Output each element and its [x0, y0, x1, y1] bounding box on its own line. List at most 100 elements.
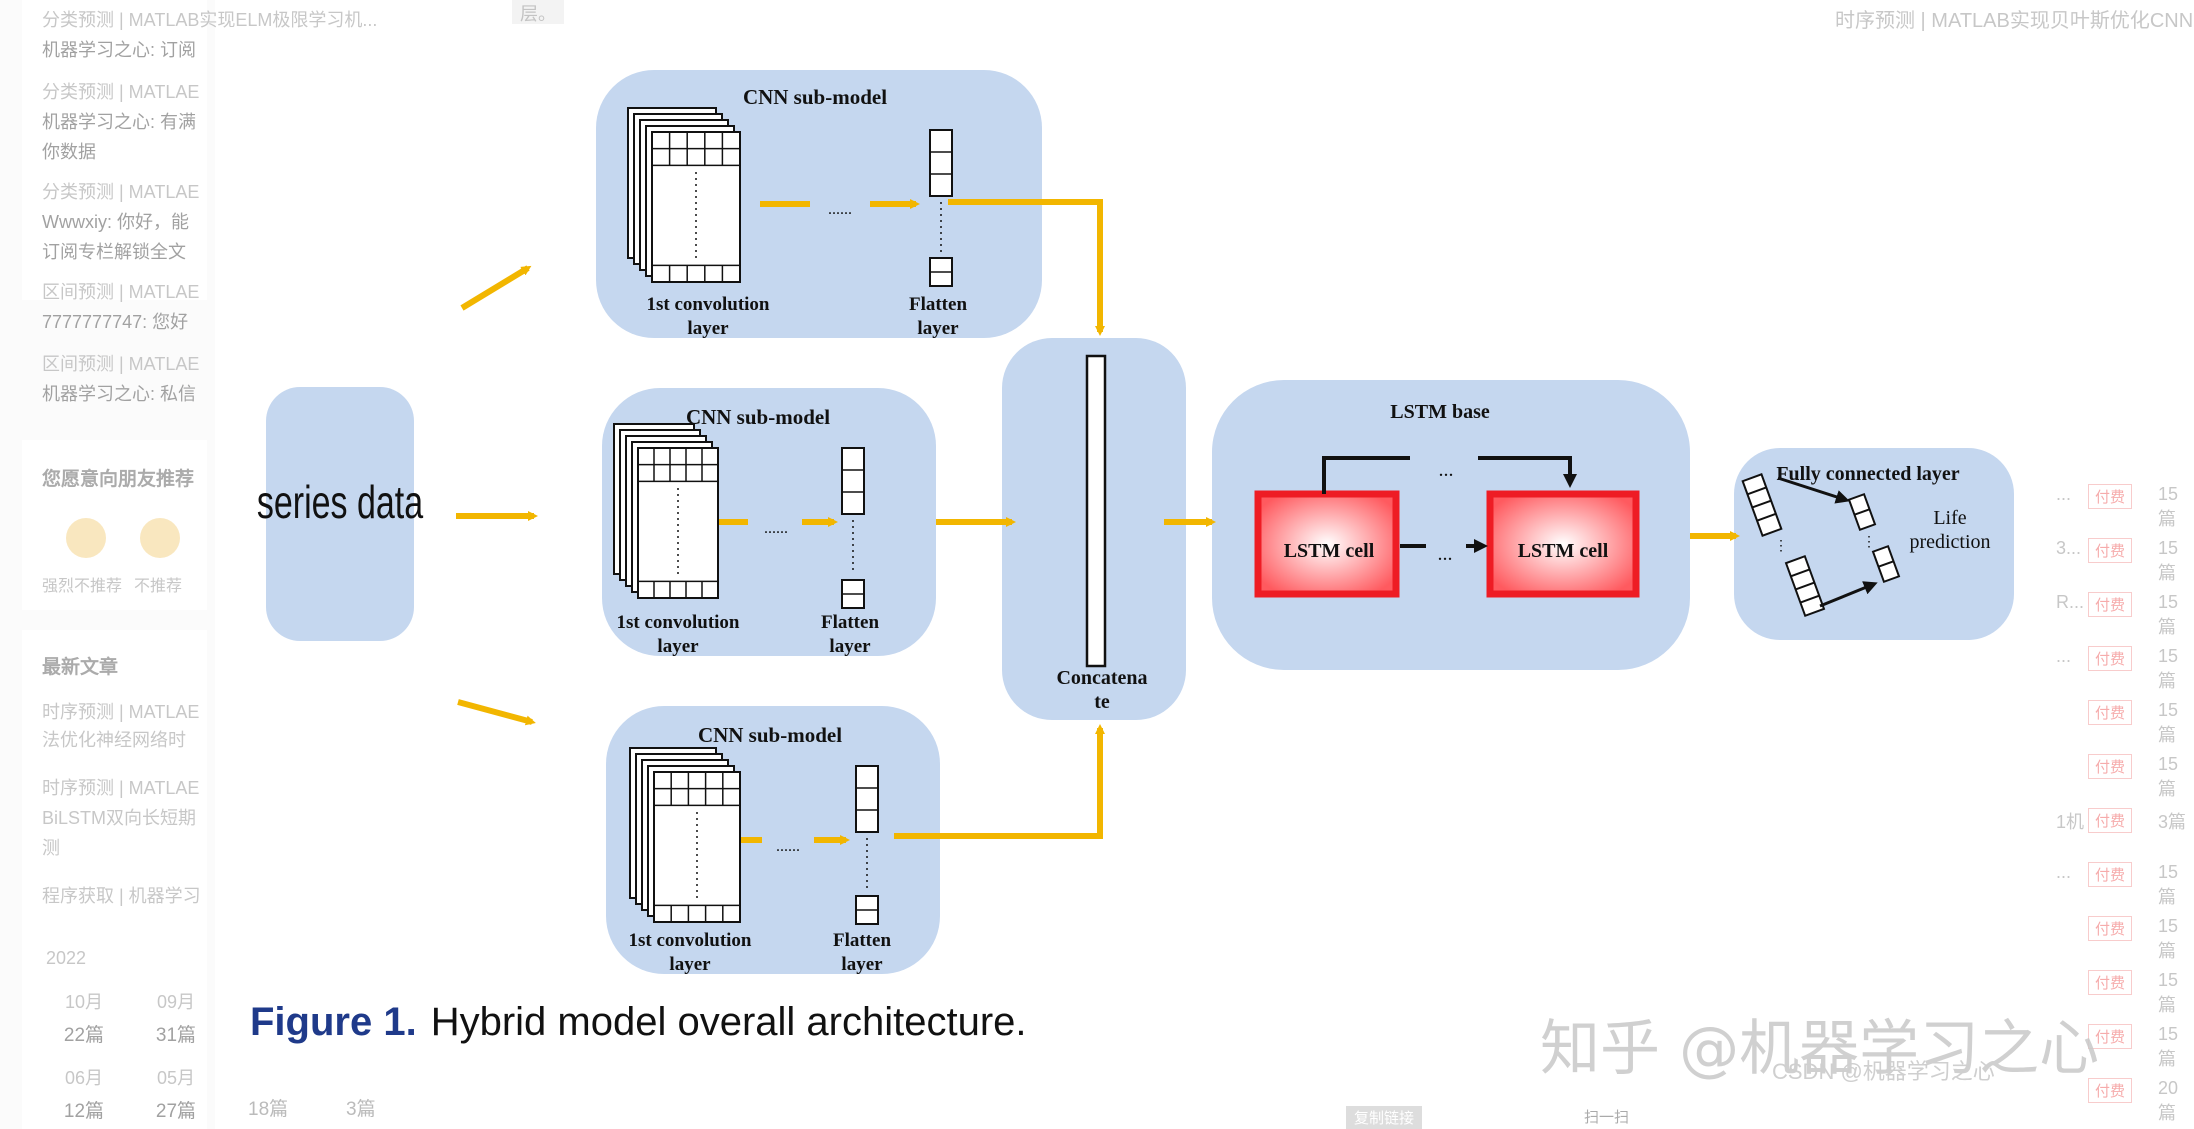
cnn-bottom-to-concatenate: [894, 724, 1105, 839]
lstm-recurrent-arrow: [1478, 456, 1577, 488]
latest-article[interactable]: BiLSTM双向长短期: [42, 808, 197, 828]
latest-article[interactable]: 时序预测 | MATLAE: [42, 778, 200, 798]
cnn-feature-maps: [613, 107, 953, 925]
lstm-dots: ...: [1439, 459, 1454, 481]
angry-face-icon[interactable]: [66, 518, 106, 558]
flatten-vector: [855, 765, 879, 833]
flatten-label: Flatten: [833, 930, 891, 951]
latest-article[interactable]: 测: [42, 838, 60, 858]
lstm-dots: ...: [1438, 543, 1453, 565]
comment-article-title[interactable]: 区间预测 | MATLAE: [42, 354, 200, 374]
comment-card: [22, 0, 207, 300]
comment-article-title[interactable]: 分类预测 | MATLAB实现ELM极限学习机...: [42, 10, 378, 30]
latest-article[interactable]: 时序预测 | MATLAE: [42, 702, 200, 722]
conv-label: 1st convolution: [629, 930, 752, 951]
figure-number: Figure 1.: [250, 1000, 417, 1044]
cnn-top-to-concatenate: [948, 199, 1105, 336]
concatenate-label: Concatena: [1056, 667, 1147, 689]
comment-text[interactable]: Wwwxiy: 你好，能: [42, 212, 189, 232]
recommend-heading: 您愿意向朋友推荐: [42, 469, 195, 490]
flatten-label: Flatten: [909, 294, 967, 315]
latest-article[interactable]: 程序获取 | 机器学习: [42, 886, 201, 906]
lstm-cell-label: LSTM cell: [1284, 540, 1375, 562]
comment-article-title[interactable]: 分类预测 | MATLAE: [42, 182, 200, 202]
latest-heading: 最新文章: [42, 657, 119, 678]
cnn-title: CNN sub-model: [686, 405, 830, 429]
ellipsis: ......: [828, 201, 852, 218]
article-fragment: 层。: [512, 0, 564, 24]
lstm-cell-left: [1254, 490, 1400, 598]
latest-article[interactable]: 法优化神经网络时: [42, 730, 186, 750]
ellipsis: ......: [764, 520, 788, 537]
comment-text[interactable]: 机器学习之心: 私信: [42, 384, 197, 404]
flatten-label: layer: [841, 954, 883, 975]
life-prediction-label: prediction: [1909, 531, 1990, 553]
archive-count[interactable]: 18篇: [248, 1099, 289, 1120]
flatten-vector: [929, 129, 953, 197]
flatten-vector: [841, 447, 865, 515]
life-prediction-label: Life: [1933, 507, 1966, 529]
flatten-label: Flatten: [821, 612, 879, 633]
concatenate-label: te: [1094, 691, 1110, 713]
ellipsis: ......: [776, 838, 800, 855]
conv-label: 1st convolution: [617, 612, 740, 633]
latest-card: [22, 630, 207, 1129]
related-article-title[interactable]: 时序预测 | MATLAB实现贝叶斯优化CNN...: [1835, 10, 2194, 32]
cnn-title: CNN sub-model: [698, 723, 842, 747]
fc-dots: ⋮: [1862, 535, 1876, 550]
series-data-panel: [266, 387, 414, 641]
recommend-card: [22, 440, 207, 610]
zhihu-watermark: 知乎 @机器学习之心: [1540, 1014, 2100, 1084]
feature-map: [637, 447, 719, 599]
lstm-base-label: LSTM base: [1390, 401, 1490, 423]
fc-network-glyph: [1741, 473, 1901, 618]
lstm-recurrent-line: [1322, 456, 1410, 494]
comment-text: 你数据: [42, 142, 96, 162]
flatten-label: layer: [829, 636, 871, 657]
recommend-option[interactable]: 强烈不推荐: [42, 578, 123, 595]
scan-label: 扫一扫: [1584, 1109, 1630, 1126]
comment-text[interactable]: 机器学习之心: 订阅: [42, 40, 197, 60]
csdn-watermark: CSDN @机器学习之心: [1772, 1059, 1995, 1084]
comment-article-title[interactable]: 区间预测 | MATLAE: [42, 282, 200, 302]
recommend-option[interactable]: 不推荐: [134, 578, 183, 595]
concatenate-vector: [1085, 354, 1107, 668]
conv-label: layer: [657, 636, 699, 657]
lstm-cell-right: [1486, 490, 1640, 598]
copy-link-button[interactable]: 复制链接: [1346, 1106, 1423, 1129]
input-arrow-top: [460, 265, 532, 311]
fc-dots: ⋮: [1774, 539, 1788, 554]
comment-text[interactable]: 7777777747: 您好: [42, 312, 189, 332]
conv-label: 1st convolution: [647, 294, 770, 315]
comment-text[interactable]: 机器学习之心: 有满: [42, 112, 197, 132]
figure-caption-text: Hybrid model overall architecture.: [430, 1000, 1027, 1044]
comment-article-title[interactable]: 分类预测 | MATLAE: [42, 82, 200, 102]
sad-face-icon[interactable]: [140, 518, 180, 558]
feature-map: [651, 131, 741, 283]
conv-label: layer: [669, 954, 711, 975]
feature-map: [653, 771, 741, 923]
archive-count[interactable]: 3篇: [346, 1099, 376, 1120]
flatten-label: layer: [917, 318, 959, 339]
cnn-title: CNN sub-model: [743, 85, 887, 109]
series-data-label: series data: [257, 476, 424, 528]
blog-sidebar-left: 分类预测 | MATLAB实现ELM极限学习机... 机器学习之心: 订阅 分类…: [0, 0, 377, 1129]
